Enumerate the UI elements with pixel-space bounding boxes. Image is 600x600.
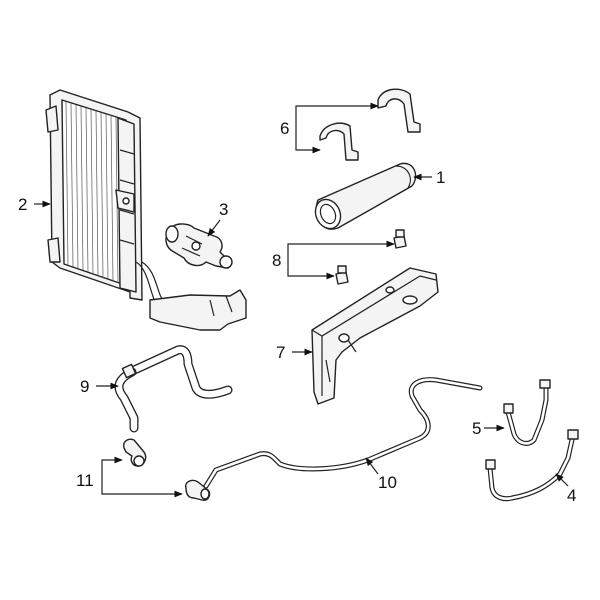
receiver-drier-part[interactable] [311,162,417,232]
callout-1: 1 [436,168,445,187]
fitting-upper-part[interactable] [122,438,147,467]
pressure-switch-upper-part[interactable] [393,229,407,249]
callout-11: 11 [76,471,94,490]
refrigerant-line-part[interactable] [203,377,483,489]
clamp-upper-part[interactable] [377,88,421,133]
mounting-bracket-part[interactable] [311,267,439,405]
hose-assembly-part[interactable] [114,345,233,433]
fitting-lower-part[interactable] [185,479,211,502]
callout-3: 3 [219,200,228,219]
callout-4: 4 [567,486,576,505]
clamp-lower-part[interactable] [319,122,359,161]
condenser-part[interactable] [45,89,247,331]
callout-9: 9 [80,377,89,396]
callout-leaders [34,102,569,498]
callout-10: 10 [378,473,397,492]
discharge-pipe-part[interactable] [503,379,551,446]
callout-7: 7 [276,343,285,362]
callout-6: 6 [280,119,289,138]
callout-2: 2 [18,195,27,214]
pressure-switch-lower-part[interactable] [335,265,349,285]
callout-8: 8 [272,251,281,270]
expansion-valve-part[interactable] [165,223,233,269]
callout-5: 5 [472,419,481,438]
